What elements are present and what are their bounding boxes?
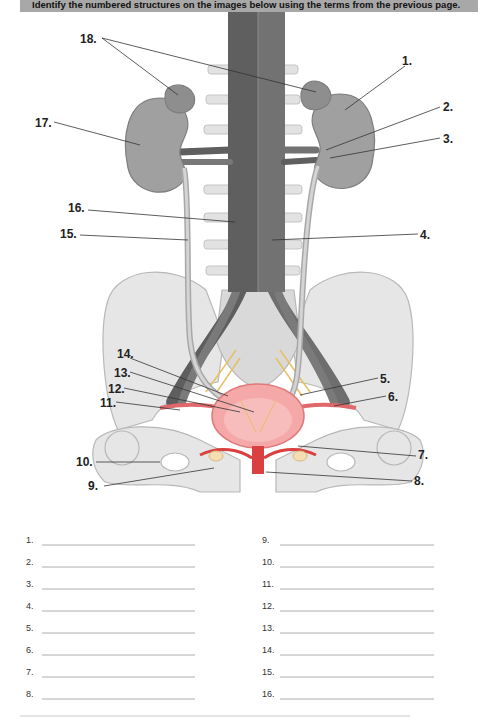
callout-number: 8. xyxy=(414,474,424,488)
callout-number: 4. xyxy=(420,228,430,242)
kidneys xyxy=(126,81,375,192)
callout-number: 11. xyxy=(100,396,116,410)
callout-number: 17. xyxy=(35,116,52,130)
answer-number: 11. xyxy=(262,579,274,589)
leader-lines xyxy=(54,38,440,486)
callout-number: 5. xyxy=(380,372,390,386)
callout-number: 10. xyxy=(76,455,93,469)
answer-number: 16. xyxy=(262,689,275,699)
answer-number: 1. xyxy=(26,535,34,545)
answer-number: 15. xyxy=(262,667,275,677)
callout-number: 7. xyxy=(418,448,428,462)
callout-number: 9. xyxy=(88,479,98,493)
answer-lines xyxy=(42,545,434,699)
worksheet-instruction: Identify the numbered structures on the … xyxy=(32,0,460,10)
callout-number: 12. xyxy=(108,382,125,396)
answer-number: 8. xyxy=(26,689,34,699)
pelvis-bone xyxy=(93,272,423,492)
vena-cava xyxy=(258,12,285,292)
answer-number: 7. xyxy=(26,667,34,677)
ureters xyxy=(184,166,318,404)
footer-rule xyxy=(20,716,410,717)
callout-number: 1. xyxy=(402,54,412,68)
answer-number: 4. xyxy=(26,601,34,611)
answer-number: 5. xyxy=(26,623,34,633)
answer-number: 2. xyxy=(26,557,34,567)
callout-number: 3. xyxy=(443,132,453,146)
callout-number: 13. xyxy=(114,366,131,380)
answer-number: 6. xyxy=(26,645,34,655)
renal-vessels xyxy=(180,150,316,162)
callout-number: 16. xyxy=(68,201,85,215)
callout-number: 6. xyxy=(388,390,398,404)
callout-number: 14. xyxy=(117,347,134,361)
callout-number: 18. xyxy=(80,32,97,46)
answer-number: 3. xyxy=(26,579,34,589)
answer-number: 12. xyxy=(262,601,275,611)
answer-number: 13. xyxy=(262,623,275,633)
bladder-and-organs xyxy=(160,384,356,474)
answer-number: 9. xyxy=(262,535,270,545)
answer-number: 14. xyxy=(262,645,275,655)
header-band xyxy=(20,0,478,12)
callout-number: 15. xyxy=(60,227,77,241)
callout-number: 2. xyxy=(443,100,453,114)
answer-number: 10. xyxy=(262,557,275,567)
